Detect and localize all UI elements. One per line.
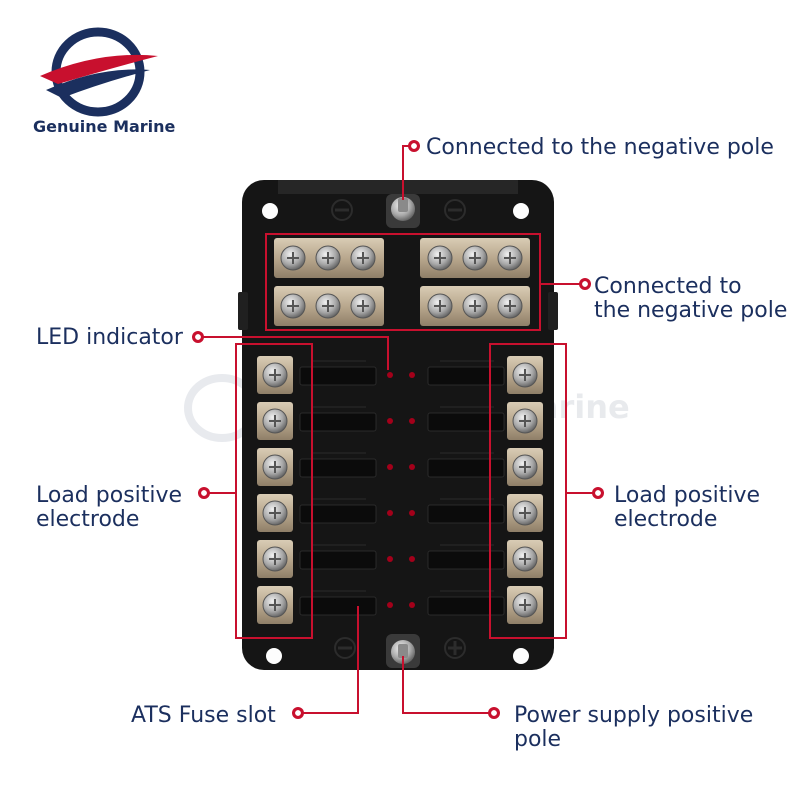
brand-name: Genuine Marine — [33, 117, 176, 136]
fuse-slot-left — [299, 412, 377, 432]
label-negative-pole-side-line2: the negative pole — [594, 298, 787, 323]
logo-swoosh-blue — [46, 69, 150, 98]
led-indicator — [409, 510, 415, 516]
callout-dot-icon — [292, 707, 304, 719]
led-indicator — [387, 372, 393, 378]
led-indicator — [387, 602, 393, 608]
callout-box-bus-bars — [265, 233, 541, 331]
fuse-slot-right — [427, 412, 505, 432]
led-indicator — [387, 464, 393, 470]
fuse-slot-left — [299, 458, 377, 478]
callout-dot-icon — [198, 487, 210, 499]
negative-stud-top — [386, 194, 420, 228]
callout-box-right-terminals — [489, 343, 567, 639]
minus-icon-right — [444, 199, 466, 221]
led-indicator — [409, 556, 415, 562]
label-load-left-line2: electrode — [36, 507, 139, 532]
fuse-slot-right — [427, 596, 505, 616]
minus-icon — [331, 199, 353, 221]
label-ats-fuse-slot: ATS Fuse slot — [131, 703, 276, 728]
mount-hole-top-right — [513, 203, 529, 219]
logo: Genuine Marine — [33, 27, 176, 136]
led-indicator — [409, 464, 415, 470]
fuse-slot-right — [427, 504, 505, 524]
mount-hole-top-left — [262, 203, 278, 219]
positive-stud-bottom — [386, 634, 420, 668]
label-negative-pole-top: Connected to the negative pole — [426, 135, 774, 160]
fuse-slot-right — [427, 366, 505, 386]
callout-dot-icon — [592, 487, 604, 499]
led-indicator — [387, 510, 393, 516]
led-indicator — [409, 372, 415, 378]
callout-dot-icon — [488, 707, 500, 719]
label-power-supply-line1: Power supply positive — [514, 703, 753, 728]
callout-dot-icon — [579, 278, 591, 290]
label-load-right-line1: Load positive — [614, 483, 760, 508]
fuse-slot-left — [299, 504, 377, 524]
fuse-slot-left — [299, 550, 377, 570]
logo-swoosh-red — [40, 54, 158, 84]
callout-outlines — [235, 233, 567, 639]
led-indicator — [387, 418, 393, 424]
fuse-rows — [257, 356, 543, 624]
callout-dot-icon — [408, 140, 420, 152]
negative-bus-bars — [274, 238, 530, 326]
callout-dots — [192, 140, 604, 719]
led-indicator — [409, 418, 415, 424]
label-led-indicator: LED indicator — [36, 325, 184, 350]
label-load-left-line1: Load positive — [36, 483, 182, 508]
fuse-slot-left — [299, 366, 377, 386]
mount-hole-bottom-left — [266, 648, 282, 664]
label-load-right-line2: electrode — [614, 507, 717, 532]
callout-box-left-terminals — [235, 343, 313, 639]
callout-dot-icon — [192, 331, 204, 343]
fuse-slot-right — [427, 550, 505, 570]
mount-hole-bottom-right — [513, 648, 529, 664]
led-indicator — [409, 602, 415, 608]
plus-icon — [444, 637, 466, 659]
label-negative-pole-side-line1: Connected to — [594, 274, 742, 299]
led-indicator — [387, 556, 393, 562]
label-power-supply-line2: pole — [514, 727, 561, 752]
fuse-slot-right — [427, 458, 505, 478]
